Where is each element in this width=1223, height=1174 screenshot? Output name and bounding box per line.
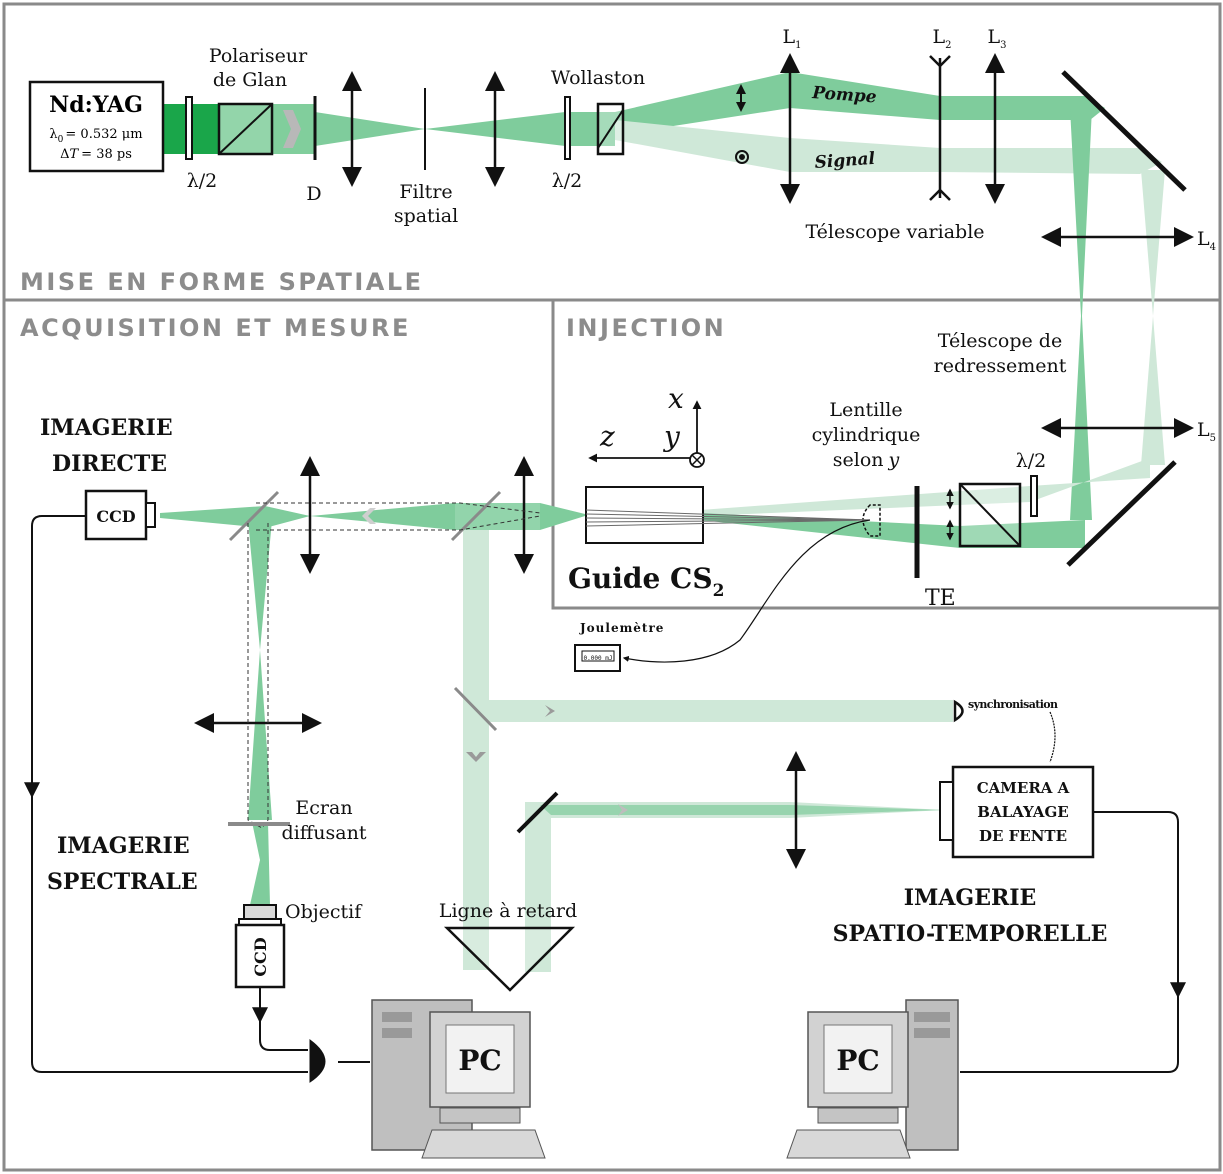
svg-text:ΔT= 38 ps: ΔT= 38 ps: [60, 147, 132, 162]
wollaston-label: Wollaston: [551, 67, 645, 89]
injection-components: [574, 400, 1038, 672]
signal-beam: [615, 120, 1162, 174]
half-wave-plate-1: [185, 96, 193, 160]
delay-branch-beam: [463, 530, 489, 770]
spectral-imaging-title-1: IMAGERIE: [57, 833, 190, 859]
half-wave-plate-3: [1030, 475, 1038, 517]
ccd-spectral-label: CCD: [251, 937, 270, 976]
glan-label-1: Polariseur: [209, 45, 308, 67]
screen-label-2: diffusant: [282, 822, 367, 844]
laser-name: Nd:YAG: [49, 92, 143, 118]
direct-imaging-title-2: DIRECTE: [52, 451, 167, 477]
filter-label-2: spatial: [394, 205, 458, 227]
mirror-bottom-right: [1066, 460, 1177, 567]
ccd-direct: [84, 489, 148, 541]
L2-label: L2: [933, 26, 952, 51]
L5-label: L5: [1197, 419, 1216, 444]
objective-lens: [243, 904, 277, 920]
beam-splitter-3: [453, 686, 498, 732]
diaphragm-label: D: [306, 183, 321, 205]
objective-label: Objectif: [285, 901, 363, 923]
guide-output-beam: [540, 503, 585, 530]
half-wave-label-1: λ/2: [187, 170, 218, 192]
half-wave-plate-2: [564, 96, 571, 160]
beam-splitter-1: [228, 490, 280, 542]
spatio-imaging-title-1: IMAGERIE: [904, 885, 1037, 911]
te-label: TE: [925, 586, 956, 611]
svg-text:λ0= 0.532 μm: λ0= 0.532 μm: [49, 127, 142, 145]
pc-left: PC: [371, 999, 546, 1159]
straight-telescope-label-1: Télescope de: [938, 330, 1062, 352]
pc-right: PC: [786, 999, 959, 1159]
pc-left-label: PC: [458, 1044, 501, 1077]
pump-label: Pompe: [811, 83, 878, 108]
cable-streak: [960, 811, 1179, 1073]
joulemeter-cable: [622, 519, 871, 663]
cable-merge: [309, 1039, 326, 1083]
direct-imaging-title-1: IMAGERIE: [40, 415, 173, 441]
streak-camera: [951, 765, 1095, 859]
delay-line-prism: [443, 926, 576, 992]
ccd-direct-label: CCD: [96, 507, 135, 526]
section-title-acquisition: ACQUISITION ET MESURE: [20, 314, 411, 342]
half-wave-label-2: λ/2: [552, 170, 583, 192]
spectral-beam: [248, 520, 272, 820]
L3-label: L3: [988, 26, 1007, 51]
beam-splitter-2: [450, 490, 502, 542]
spectral-imaging-title-2: SPECTRALE: [47, 869, 198, 895]
L1-label: L1: [783, 26, 802, 51]
pc-right-label: PC: [836, 1044, 879, 1077]
pump-vertical-beam: [1070, 108, 1092, 520]
section-title-injection: INJECTION: [566, 314, 726, 342]
beams: [160, 72, 1165, 972]
cyl-lens-label-2: cylindrique: [812, 424, 921, 446]
streak-label-1: CAMERA A: [977, 779, 1070, 797]
acquisition-components: [24, 456, 1186, 1083]
straight-telescope-label-2: redressement: [934, 355, 1067, 377]
signal-label: Signal: [814, 149, 876, 173]
screen-label-1: Ecran: [295, 797, 352, 819]
axis-x-label: x: [668, 382, 684, 415]
axis-z-label: z: [599, 420, 615, 453]
sync-photodiode: [953, 699, 964, 723]
signal-to-injection: [700, 458, 1150, 516]
mirror-top-right: [1061, 70, 1187, 192]
L4-label: L4: [1197, 228, 1216, 253]
signal-polarization-mark: [735, 150, 749, 164]
signal-vertical-beam: [1141, 170, 1165, 465]
glan-label-2: de Glan: [213, 69, 287, 91]
streak-label-2: BALAYAGE: [977, 803, 1068, 821]
cable-spectral-ccd: [259, 987, 308, 1051]
sync-label: synchronisation: [968, 698, 1058, 711]
cylindrical-lens: [862, 504, 881, 537]
pump-to-injection: [700, 513, 1085, 548]
filter-label-1: Filtre: [399, 181, 452, 203]
spatio-imaging-title-2: SPATIO-TEMPORELLE: [833, 921, 1108, 947]
section-title-spatial: MISE EN FORME SPATIALE: [20, 268, 424, 296]
cyl-lens-label-1: Lentille: [829, 399, 902, 421]
joulemeter-display: 0.000 mJ: [584, 655, 613, 662]
delay-line-label: Ligne à retard: [439, 900, 577, 922]
axis-y-label: y: [662, 420, 681, 453]
guide-label: Guide CS2: [568, 562, 724, 601]
spatial-shaping-components: [185, 53, 1194, 567]
laser-source: Nd:YAG λ0= 0.532 μm ΔT= 38 ps: [28, 80, 165, 173]
mirror-delay: [516, 791, 559, 834]
variable-telescope-label: Télescope variable: [805, 221, 984, 243]
streak-label-3: DE FENTE: [979, 827, 1067, 845]
joulemeter-label: Joulemètre: [579, 621, 664, 635]
half-wave-label-3: λ/2: [1016, 450, 1047, 472]
